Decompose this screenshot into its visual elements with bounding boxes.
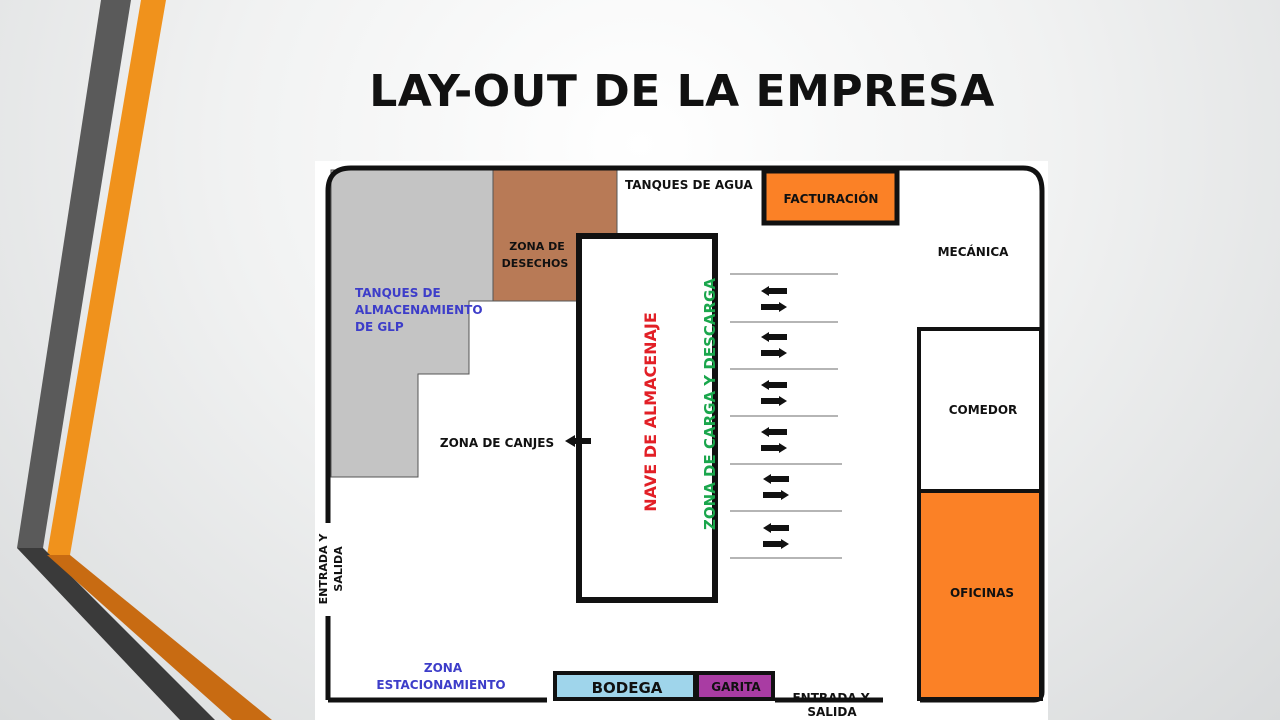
garita-label: GARITA: [711, 680, 761, 694]
facturacion-label: FACTURACIÓN: [784, 191, 879, 206]
tanques-glp-label-2: ALMACENAMIENTO: [355, 303, 483, 317]
facturacion-box: [761, 168, 900, 226]
comedor-box: [917, 327, 1043, 493]
dark-gray-diagonal: [17, 548, 215, 720]
entrada-inferior-label-2: SALIDA: [807, 705, 857, 719]
oficinas-label: OFICINAS: [950, 586, 1014, 600]
orange-stripe: [47, 0, 166, 555]
zona-estacionamiento-label-2: ESTACIONAMIENTO: [376, 678, 505, 692]
oficinas-box: [917, 489, 1043, 701]
zona-canjes-label: ZONA DE CANJES: [440, 436, 554, 450]
warehouse-nave: [576, 233, 718, 603]
nave-label: NAVE DE ALMACENAJE: [641, 312, 660, 512]
entrada-inferior-label-1: ENTRADA Y: [792, 691, 869, 705]
entrada-lateral-label-1: ENTRADA Y: [317, 533, 330, 605]
zona-desechos-label-2: DESECHOS: [502, 257, 569, 270]
decorative-stripes: [17, 0, 272, 720]
canjes-arrow: [565, 435, 591, 447]
tanques-agua-label: TANQUES DE AGUA: [625, 178, 753, 192]
tanques-glp-label-1: TANQUES DE: [355, 286, 441, 300]
loading-lanes: [730, 273, 842, 559]
traffic-arrows: [761, 286, 789, 549]
garita-box: [695, 671, 775, 701]
zona-desechos-label-1: ZONA DE: [509, 240, 565, 253]
gray-stripe: [17, 0, 131, 548]
slide-title: LAY-OUT DE LA EMPRESA: [369, 66, 995, 117]
comedor-label: COMEDOR: [949, 403, 1018, 417]
tanques-glp-label-3: DE GLP: [355, 320, 404, 334]
zona-carga-label: ZONA DE CARGA Y DESCARGA: [701, 278, 719, 530]
entrada-lateral-label-2: SALIDA: [332, 546, 345, 592]
zona-estacionamiento-label-1: ZONA: [424, 661, 463, 675]
orange-diagonal: [47, 555, 272, 720]
mecanica-label: MECÁNICA: [938, 244, 1010, 259]
bodega-label: BODEGA: [592, 679, 663, 697]
floor-plan: TANQUES DE AGUA FACTURACIÓN MECÁNICA ZON…: [315, 161, 1048, 720]
